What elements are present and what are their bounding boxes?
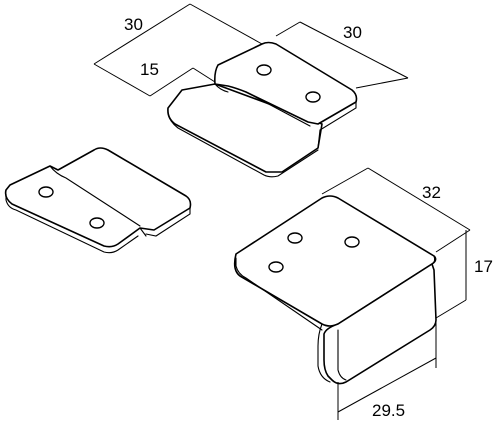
small-plate-hole-2 bbox=[89, 217, 105, 229]
angle-bracket-hole-1 bbox=[287, 232, 303, 244]
small-plate-hole-1 bbox=[38, 186, 54, 198]
dim-label-30-left: 30 bbox=[124, 15, 143, 34]
dim-label-17: 17 bbox=[474, 257, 493, 276]
joggled-plate-upper-slab bbox=[214, 41, 358, 125]
dimension-angle-bracket-height: 17 bbox=[435, 230, 493, 319]
small-joggled-plate bbox=[4, 147, 192, 254]
dimension-angle-bracket-depth: 32 bbox=[321, 167, 471, 253]
dimension-top-plate-width: 30 bbox=[93, 3, 263, 73]
dim-label-15: 15 bbox=[140, 60, 159, 79]
joggled-plate-hole-1 bbox=[256, 64, 272, 76]
dimension-top-plate-offset: 15 bbox=[107, 60, 216, 97]
joggled-plate-hole-2 bbox=[305, 91, 321, 103]
dim-label-30-right: 30 bbox=[343, 23, 362, 42]
angle-bracket-hole-3 bbox=[268, 261, 284, 273]
small-plate-body bbox=[4, 147, 192, 248]
dimension-angle-bracket-width: 29.5 bbox=[337, 322, 437, 420]
angle-bracket bbox=[233, 195, 437, 385]
joggled-plate bbox=[167, 41, 358, 178]
angle-bracket-vertical-face bbox=[323, 263, 437, 385]
dimension-top-plate-depth: 30 bbox=[275, 21, 409, 89]
dim-label-29-5: 29.5 bbox=[372, 401, 405, 420]
dim-label-32: 32 bbox=[422, 183, 441, 202]
angle-bracket-hole-2 bbox=[344, 236, 360, 248]
